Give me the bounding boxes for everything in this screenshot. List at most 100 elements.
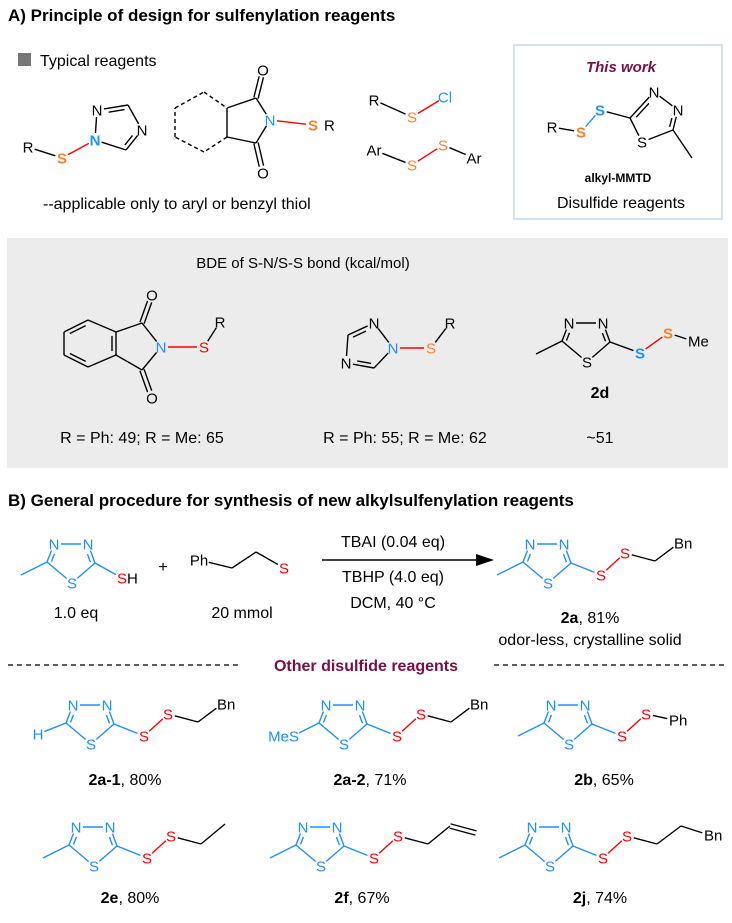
atom-label: S xyxy=(426,341,436,358)
atom-symbol: S xyxy=(407,158,417,175)
bond-line xyxy=(197,707,217,723)
atom-label: S xyxy=(67,576,77,593)
atom-label: R xyxy=(369,93,380,110)
atom-symbol: O xyxy=(257,166,269,183)
atom-label: S xyxy=(392,729,402,746)
bond-line xyxy=(672,116,677,131)
atom-symbol: S xyxy=(199,340,209,357)
atom-label: N xyxy=(580,698,591,715)
atom-label: S xyxy=(576,125,586,142)
alkyl-mmtd-label: alkyl-MMTD xyxy=(585,171,652,185)
compound-id: 2b xyxy=(574,772,593,789)
bond-line xyxy=(72,836,78,845)
bond-line xyxy=(89,550,96,564)
section-b-title: B) General procedure for synthesis of ne… xyxy=(8,491,574,510)
atom-label: S xyxy=(598,851,608,868)
atom-label: S xyxy=(279,561,289,578)
bond-line xyxy=(522,550,529,563)
atom-label: Ph xyxy=(190,553,208,570)
plus-sign: + xyxy=(158,559,167,576)
bond-line xyxy=(257,77,265,99)
atom-label: N xyxy=(265,113,276,130)
atom-label: MeS xyxy=(268,729,299,746)
atom-label: Ar xyxy=(467,151,482,168)
bond-line xyxy=(526,553,532,562)
bond-line xyxy=(380,102,406,115)
bond-line xyxy=(606,111,631,119)
compound-yield: , 65% xyxy=(593,772,634,789)
atom-symbol: S xyxy=(89,859,99,876)
bond-line xyxy=(357,360,372,365)
bond-line xyxy=(377,328,390,343)
atom-symbol: N xyxy=(83,537,94,554)
condition-oxidant: TBHP (4.0 eq) xyxy=(342,569,444,586)
atom-label: S xyxy=(438,138,448,155)
bond-line xyxy=(174,91,205,109)
compound-caption-2a-2: 2a-2, 71% xyxy=(334,772,407,789)
bond-line xyxy=(609,341,634,352)
bond-line xyxy=(257,142,265,166)
bond-line xyxy=(255,551,279,566)
atom-label: N xyxy=(71,820,82,837)
atom-label: S xyxy=(57,151,67,168)
bond-line xyxy=(401,718,417,732)
atom-symbol: N xyxy=(102,698,113,715)
bond-line xyxy=(113,723,138,735)
bond-line xyxy=(358,714,364,724)
atom-label: N xyxy=(332,820,343,837)
bond-line xyxy=(101,141,127,151)
bond-line xyxy=(674,334,687,340)
atom-symbol: N xyxy=(580,698,591,715)
atom-symbol: N xyxy=(369,316,380,333)
atom-symbol: H xyxy=(127,571,138,588)
compound-caption-2j: 2j, 74% xyxy=(573,890,627,907)
atom-symbol: N xyxy=(90,133,101,150)
legend-label: Typical reagents xyxy=(40,53,157,70)
atom-label: R xyxy=(324,118,335,135)
atom-symbol: O xyxy=(257,63,269,80)
bond-line xyxy=(449,827,476,836)
atom-symbol: S xyxy=(166,829,176,846)
atom-symbol: N xyxy=(265,113,276,130)
atom-symbol: R xyxy=(324,118,335,135)
atom-label: S xyxy=(617,729,627,746)
atom-symbol: S xyxy=(117,571,127,588)
atom-symbol: N xyxy=(105,820,116,837)
atom-symbol: S xyxy=(339,737,349,754)
atom-symbol: S xyxy=(163,707,173,724)
bond-line xyxy=(151,840,167,854)
compound-caption-2e: 2e, 80% xyxy=(101,890,160,907)
atom-label: R xyxy=(547,120,558,137)
atom-symbol: N xyxy=(49,537,60,554)
bond-line xyxy=(631,554,656,562)
atom-symbol: S xyxy=(620,546,630,563)
atom-label: N xyxy=(68,698,79,715)
atom-symbol: S xyxy=(595,103,605,120)
atom-symbol: Ar xyxy=(367,143,382,160)
atom-symbol: S xyxy=(545,859,555,876)
atom-symbol: N xyxy=(649,85,660,102)
bond-line xyxy=(450,823,477,832)
atom-symbol: S xyxy=(279,561,289,578)
bond-line xyxy=(645,336,663,350)
bond-line xyxy=(203,91,228,109)
bond-line xyxy=(635,102,650,118)
compound-yield: , 81% xyxy=(578,610,619,627)
atom-symbol: S xyxy=(576,125,586,142)
bond-line xyxy=(361,711,368,725)
bond-line xyxy=(46,561,68,580)
atom-symbol: N xyxy=(388,341,399,358)
compound-yield: , 80% xyxy=(118,890,159,907)
atom-symbol: S xyxy=(637,135,647,152)
atom-symbol: N xyxy=(355,698,366,715)
atom-symbol: R xyxy=(547,120,558,137)
atom-label: S xyxy=(543,576,553,593)
bond-line xyxy=(141,322,158,342)
bond-line xyxy=(65,722,87,741)
atom-symbol: S xyxy=(596,568,606,585)
atom-symbol: N xyxy=(68,698,79,715)
